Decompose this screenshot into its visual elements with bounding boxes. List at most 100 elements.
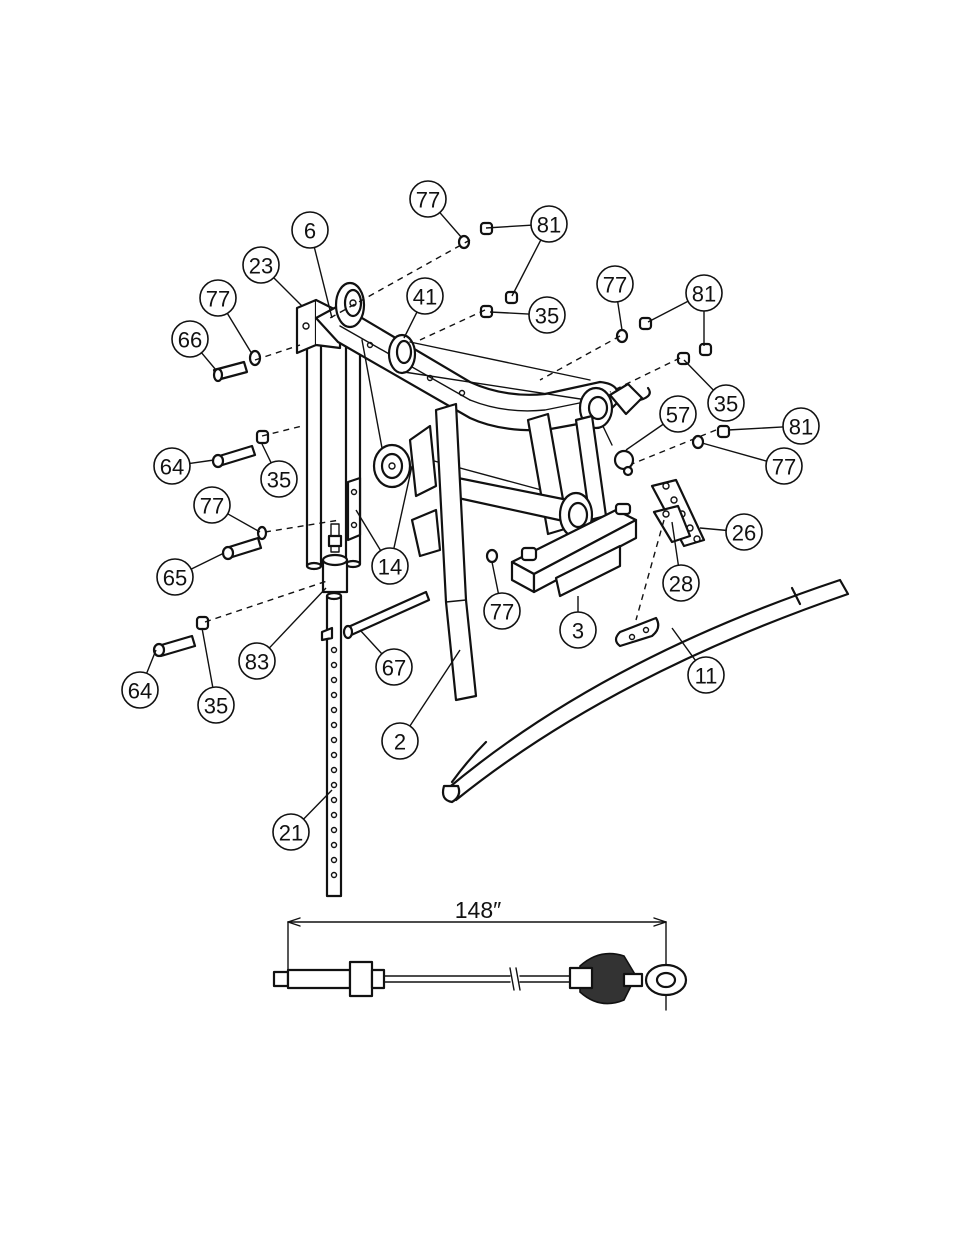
callout-label: 23 [249, 254, 273, 279]
callout-label: 41 [413, 285, 437, 310]
callout-circle [193, 486, 231, 524]
callout-label: 64 [128, 679, 152, 704]
callout-circle [171, 320, 209, 358]
part-77-washer-c [615, 328, 629, 344]
callout-c21: 21 [272, 789, 333, 851]
part-57-ball-stop [613, 449, 635, 477]
callout-label: 67 [382, 656, 406, 681]
cable-assembly: 148″ [272, 897, 688, 1011]
callout-c81b: 81 [647, 274, 723, 346]
callout-circle [782, 407, 820, 445]
callout-leader-line [261, 443, 272, 464]
callout-c77d: 77 [701, 442, 803, 485]
part-21-selector-rod [320, 591, 343, 898]
callout-leader-line [226, 313, 253, 355]
callout-leader-line [303, 789, 333, 820]
callout-circle [659, 395, 697, 433]
callout-circle [662, 564, 700, 602]
rod-hole [330, 721, 338, 729]
callout-c26: 26 [699, 513, 763, 551]
callout-leader-line [189, 459, 215, 465]
callout-c11: 11 [671, 627, 725, 694]
callout-label: 35 [204, 694, 228, 719]
callout-leader-line [491, 561, 500, 594]
callout-label: 77 [603, 273, 627, 298]
callout-leader-line [273, 277, 303, 307]
rod-hole [330, 796, 338, 804]
part-66-bolt [212, 360, 249, 383]
callout-c66: 66 [171, 320, 217, 371]
callout-c64b: 64 [121, 649, 159, 709]
callout-circle [409, 180, 447, 218]
callout-leader-line [313, 247, 333, 319]
callout-c23: 23 [242, 246, 303, 307]
callout-label: 77 [772, 455, 796, 480]
callout-leader-line [647, 300, 689, 323]
rod-hole [330, 811, 338, 819]
callout-c83: 83 [238, 587, 327, 680]
part-2-main-leg [410, 402, 478, 702]
callout-label: 77 [200, 494, 224, 519]
callout-c81a: 81 [485, 205, 568, 297]
part-35-nut-a [255, 429, 270, 445]
callout-leader-line [671, 521, 680, 566]
part-81-nut-b [638, 316, 653, 331]
callout-leader-line [701, 442, 767, 462]
callout-leader-line [485, 224, 532, 229]
callout-circle [197, 686, 235, 724]
callout-c57: 57 [625, 395, 697, 451]
callout-c35b: 35 [683, 359, 745, 422]
callout-c2: 2 [381, 649, 461, 760]
rod-hole [330, 706, 338, 714]
callout-label: 28 [669, 572, 693, 597]
pulley-top-middle [387, 333, 417, 375]
rod-hole [330, 841, 338, 849]
callout-label: 3 [572, 619, 584, 644]
rod-hole [330, 781, 338, 789]
callout-leader-line [625, 423, 664, 451]
part-81-nut-a2 [504, 290, 519, 305]
callout-label: 35 [714, 392, 738, 417]
callout-label: 6 [304, 219, 316, 244]
callout-circle [596, 265, 634, 303]
callout-label: 81 [537, 213, 561, 238]
callout-circle [272, 813, 310, 851]
callout-leader-line [699, 527, 727, 532]
callout-circle [375, 648, 413, 686]
part-35-nut-d [195, 615, 210, 631]
callout-label: 57 [666, 403, 690, 428]
part-3-lower-frame [510, 502, 638, 598]
callout-circle [406, 277, 444, 315]
rod-hole [330, 766, 338, 774]
part-6-top-arm [314, 303, 620, 432]
callout-label: 21 [279, 821, 303, 846]
callout-label: 83 [245, 650, 269, 675]
part-77-washer-d [691, 434, 705, 450]
rod-hole [330, 856, 338, 864]
part-81-nut-c [716, 424, 731, 439]
pulley-top-rear [578, 382, 651, 430]
callout-c65: 65 [156, 552, 225, 596]
part-77-washer-b [457, 234, 471, 250]
callout-leader-line [403, 311, 418, 339]
callout-c14: 14 [355, 465, 413, 585]
rod-hole [330, 826, 338, 834]
callout-circle [260, 460, 298, 498]
rod-hole [330, 871, 338, 879]
alignment-lines [204, 239, 717, 623]
part-83-bushing [321, 523, 349, 594]
part-81-nut-b2 [698, 342, 713, 357]
callout-circle [156, 558, 194, 596]
callout-circle [371, 547, 409, 585]
callout-circle [707, 384, 745, 422]
callout-c77f: 77 [483, 561, 521, 630]
callout-label: 77 [206, 287, 230, 312]
callout-label: 26 [732, 521, 756, 546]
callout-leader-line [489, 311, 530, 315]
rod-hole [330, 646, 338, 654]
callout-label: 2 [394, 730, 406, 755]
rod-hole [330, 661, 338, 669]
